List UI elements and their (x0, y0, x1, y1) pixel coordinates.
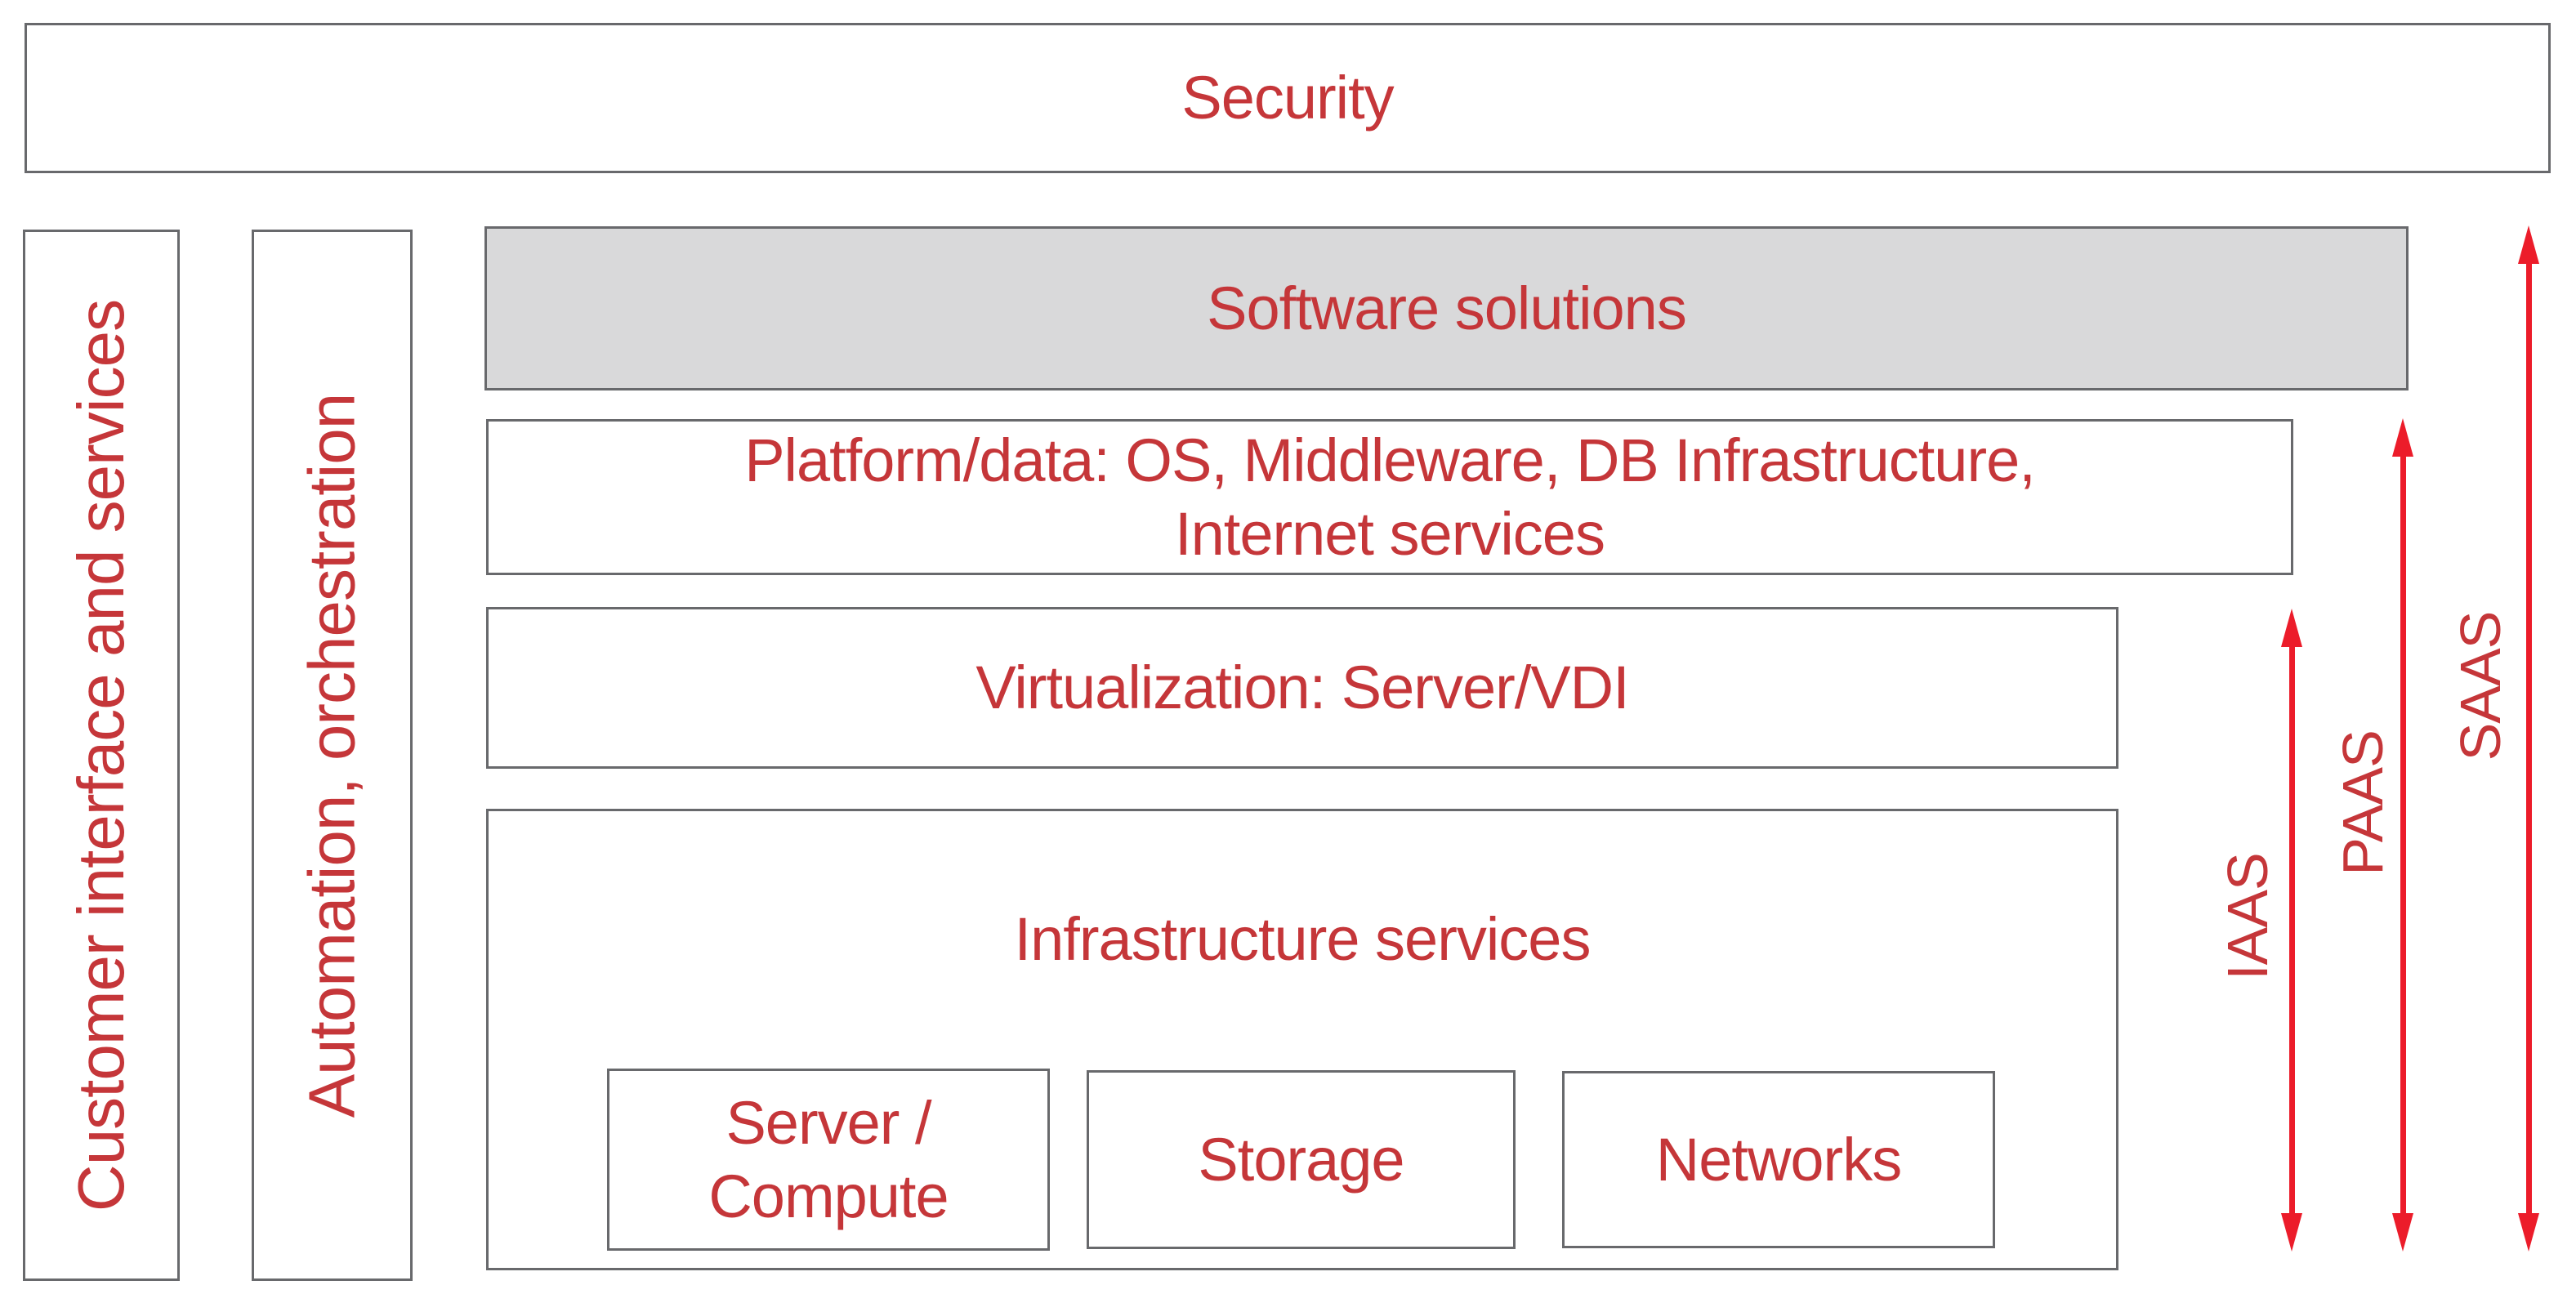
saas-arrowhead-up-icon (2518, 225, 2539, 264)
customer-interface-box: Customer interface and services (23, 230, 180, 1281)
software-solutions-box: Software solutions (484, 226, 2409, 390)
paas-arrow-shaft (2400, 457, 2406, 1213)
server-compute-label: Server / Compute (708, 1087, 949, 1234)
infrastructure-services-label: Infrastructure services (1014, 904, 1592, 973)
saas-arrow-shaft (2525, 264, 2532, 1213)
customer-interface-label: Customer interface and services (65, 299, 137, 1212)
platform-data-line2: Internet services (1175, 499, 1605, 568)
saas-arrowhead-down-icon (2518, 1213, 2539, 1252)
paas-arrowhead-up-icon (2392, 418, 2413, 457)
saas-double-arrow-icon (2518, 225, 2539, 1252)
iaas-double-arrow-icon (2281, 609, 2302, 1252)
networks-label: Networks (1655, 1125, 1902, 1194)
paas-label: PAAS (2331, 730, 2395, 876)
networks-box: Networks (1562, 1071, 1995, 1248)
security-layer-label: Security (1181, 64, 1394, 132)
automation-orchestration-box: Automation, orchestration (252, 230, 413, 1281)
automation-orchestration-label: Automation, orchestration (295, 393, 368, 1118)
server-compute-line1: Server / (725, 1088, 931, 1157)
paas-double-arrow-icon (2392, 418, 2413, 1252)
virtualization-box: Virtualization: Server/VDI (486, 607, 2118, 769)
saas-label: SAAS (2449, 611, 2512, 761)
paas-arrowhead-down-icon (2392, 1213, 2413, 1252)
software-solutions-label: Software solutions (1207, 274, 1687, 342)
platform-data-label: Platform/data: OS, Middleware, DB Infras… (744, 424, 2036, 571)
platform-data-box: Platform/data: OS, Middleware, DB Infras… (486, 419, 2293, 575)
storage-box: Storage (1087, 1070, 1516, 1249)
server-compute-box: Server / Compute (607, 1069, 1050, 1251)
platform-data-line1: Platform/data: OS, Middleware, DB Infras… (744, 426, 2036, 494)
server-compute-line2: Compute (708, 1162, 949, 1230)
iaas-label: IAAS (2216, 853, 2279, 980)
storage-label: Storage (1198, 1125, 1404, 1194)
iaas-arrowhead-down-icon (2281, 1213, 2302, 1252)
iaas-arrow-shaft (2288, 647, 2295, 1213)
iaas-arrowhead-up-icon (2281, 609, 2302, 647)
security-layer-box: Security (25, 23, 2551, 173)
virtualization-label: Virtualization: Server/VDI (975, 654, 1629, 721)
